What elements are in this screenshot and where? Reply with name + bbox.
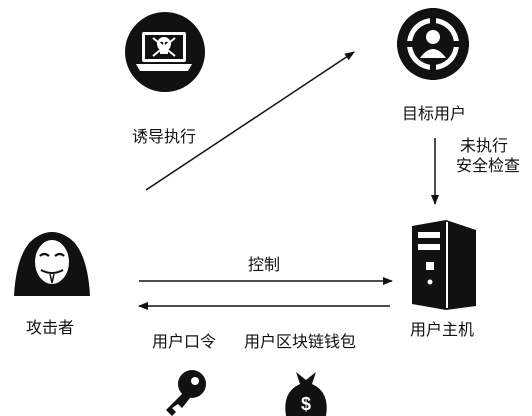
svg-text:$: $	[301, 394, 311, 414]
key-icon	[166, 370, 206, 416]
target-user-label: 目标用户	[402, 104, 467, 123]
stolen-wallet-label: 用户区块链钱包	[244, 332, 357, 351]
control-label: 控制	[248, 255, 281, 274]
crosshair-user-icon	[397, 8, 469, 80]
user-host-label: 用户主机	[410, 320, 475, 339]
skull-laptop-icon	[125, 12, 205, 92]
money-bag-icon: $	[285, 372, 327, 416]
stolen-password-label: 用户口令	[152, 332, 217, 351]
not-executed-label-line1: 未执行	[460, 136, 509, 155]
anonymous-mask-icon	[14, 232, 90, 296]
attacker-label: 攻击者	[26, 318, 75, 337]
server-tower-icon	[412, 220, 476, 310]
not-executed-label-line2: 安全检查	[456, 156, 521, 175]
lure-label: 诱导执行	[132, 127, 197, 146]
lure-arrow	[145, 51, 355, 191]
